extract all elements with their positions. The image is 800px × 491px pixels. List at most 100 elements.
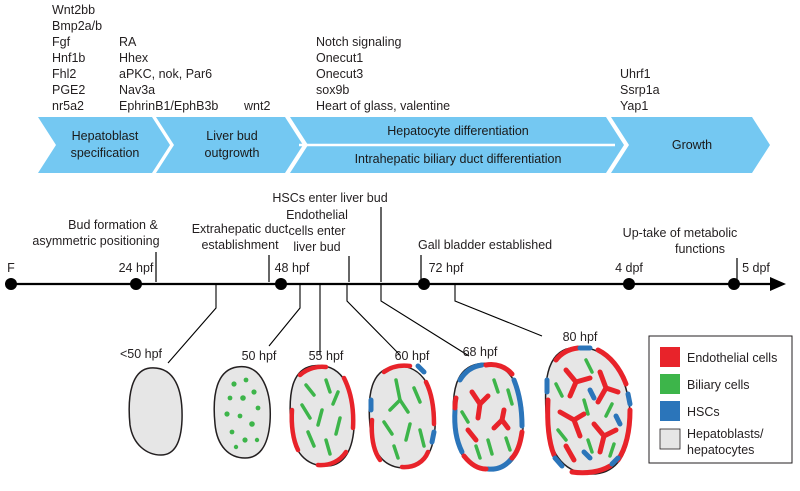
tick-dot-72hpf — [418, 278, 430, 290]
liver-label-55: 55 hpf — [309, 349, 344, 363]
gene-bmp2ab: Bmp2a/b — [52, 19, 102, 33]
liver-label-68: 68 hpf — [463, 345, 498, 359]
event-metabolic-1: Up-take of metabolic — [623, 226, 738, 240]
timeline: F 24 hpf 48 hpf 72 hpf 4 dpf 5 dpf — [5, 261, 786, 291]
tick-label-72hpf: 72 hpf — [429, 261, 464, 275]
liver-label-lt50: <50 hpf — [120, 347, 163, 361]
gene-hhex: Hhex — [119, 51, 149, 65]
gene-nav3a: Nav3a — [119, 83, 155, 97]
biliary-68 — [460, 378, 514, 460]
gene-ephrin: EphrinB1/EphB3b — [119, 99, 218, 113]
gene-wnt2bb: Wnt2bb — [52, 3, 95, 17]
legend-label-hepatoblasts: Hepatoblasts/ — [687, 427, 764, 441]
legend-swatch-endothelial — [660, 347, 680, 367]
event-endothelial-3: liver bud — [293, 240, 340, 254]
event-endothelial-1: Endothelial — [286, 208, 348, 222]
hscs-80 — [544, 345, 633, 469]
stage-arrows — [38, 117, 770, 173]
connector-80 — [454, 284, 543, 337]
event-hscs-enter: HSCs enter liver bud — [272, 191, 387, 205]
event-metabolic-2: functions — [675, 242, 725, 256]
endothelial-68 — [452, 362, 525, 472]
gene-onecut3: Onecut3 — [316, 67, 363, 81]
tick-label-24hpf: 24 hpf — [119, 261, 154, 275]
timeline-events-above: Bud formation & asymmetric positioning E… — [32, 191, 738, 282]
legend-swatch-biliary — [660, 374, 680, 394]
gene-wnt2: wnt2 — [243, 99, 270, 113]
liver-stage-labels: <50 hpf 50 hpf 55 hpf 60 hpf 68 hpf 80 h… — [120, 330, 598, 363]
liver-label-80: 80 hpf — [563, 330, 598, 344]
gene-heart-of-glass: Heart of glass, valentine — [316, 99, 450, 113]
biliary-60 — [382, 378, 426, 460]
biliary-80 — [554, 358, 616, 458]
liver-bud-55 — [289, 364, 356, 468]
stage-connectors — [167, 284, 543, 364]
biliary-specks-50 — [224, 377, 261, 450]
legend-label-hepatocytes: hepatocytes — [687, 443, 754, 457]
gene-pge2: PGE2 — [52, 83, 85, 97]
gene-fgf: Fgf — [52, 35, 71, 49]
gene-list-col4: Uhrf1 Ssrp1a Yap1 — [620, 67, 660, 113]
stage-labels: Hepatoblast specification Liver bud outg… — [71, 124, 713, 166]
gene-sox9b: sox9b — [316, 83, 349, 97]
tick-dot-5dpf — [728, 278, 740, 290]
gene-hnf1b: Hnf1b — [52, 51, 85, 65]
stage-label-hepatoblast-1: Hepatoblast — [72, 129, 139, 143]
tick-dot-4dpf — [623, 278, 635, 290]
legend-swatch-hscs — [660, 401, 680, 421]
stage-label-hepatoblast-2: specification — [71, 146, 140, 160]
legend-swatch-hepatoblasts — [659, 428, 681, 450]
gene-list-col1: Wnt2bb Bmp2a/b Fgf Hnf1b Fhl2 PGE2 nr5a2 — [52, 3, 102, 113]
timeline-arrowhead — [770, 277, 786, 291]
gene-yap1: Yap1 — [620, 99, 648, 113]
tick-label-48hpf: 48 hpf — [275, 261, 310, 275]
event-extrahepatic-2: establishment — [201, 238, 279, 252]
biliary-55 — [300, 378, 342, 456]
stage-label-growth: Growth — [672, 138, 712, 152]
gene-list-col2: RA Hhex aPKC, nok, Par6 Nav3a EphrinB1/E… — [119, 35, 270, 113]
stage-label-liverbud-2: outgrowth — [205, 146, 260, 160]
connector-50 — [268, 284, 301, 347]
liver-bud-lt50 — [128, 367, 183, 456]
tick-dot-24hpf — [130, 278, 142, 290]
stage-label-biliary-diff: Intrahepatic biliary duct differentiatio… — [355, 152, 562, 166]
stage-arrow-growth — [611, 117, 770, 173]
liver-bud-60 — [368, 363, 437, 470]
gene-notch: Notch signaling — [316, 35, 402, 49]
legend-label-endothelial: Endothelial cells — [687, 351, 777, 365]
tick-label-f: F — [7, 261, 15, 275]
event-gall-bladder: Gall bladder established — [418, 238, 552, 252]
endothelial-60 — [369, 363, 437, 470]
stage-arrow-liverbud — [156, 117, 303, 173]
tick-dot-48hpf — [275, 278, 287, 290]
liver-label-60: 60 hpf — [395, 349, 430, 363]
legend: Endothelial cells Biliary cells HSCs Hep… — [648, 335, 793, 464]
gene-apkc: aPKC, nok, Par6 — [119, 67, 212, 81]
endothelial-55 — [289, 364, 356, 468]
liver-label-50: 50 hpf — [242, 349, 277, 363]
hscs-60 — [368, 363, 437, 445]
liver-bud-50 — [213, 366, 271, 459]
tick-dot-f — [5, 278, 17, 290]
legend-label-hscs: HSCs — [687, 405, 720, 419]
stage-arrow-hepatoblast — [38, 117, 170, 173]
connector-lt50 — [167, 284, 217, 364]
gene-ssrp1a: Ssrp1a — [620, 83, 660, 97]
gene-ra: RA — [119, 35, 137, 49]
event-bud-formation-2: asymmetric positioning — [32, 234, 159, 248]
gene-onecut1: Onecut1 — [316, 51, 363, 65]
event-extrahepatic-1: Extrahepatic duct — [192, 222, 289, 236]
stage-label-hepatocyte-diff: Hepatocyte differentiation — [387, 124, 529, 138]
stage-label-liverbud-1: Liver bud — [206, 129, 257, 143]
connector-60 — [346, 284, 401, 356]
liver-bud-68 — [452, 362, 525, 472]
tick-label-4dpf: 4 dpf — [615, 261, 643, 275]
liver-bud-80 — [544, 345, 633, 476]
gene-fhl2: Fhl2 — [52, 67, 76, 81]
gene-nr5a2: nr5a2 — [52, 99, 84, 113]
gene-list-col3: Notch signaling Onecut1 Onecut3 sox9b He… — [316, 35, 450, 113]
tick-label-5dpf: 5 dpf — [742, 261, 770, 275]
event-bud-formation-1: Bud formation & — [68, 218, 158, 232]
event-endothelial-2: cells enter — [289, 224, 346, 238]
